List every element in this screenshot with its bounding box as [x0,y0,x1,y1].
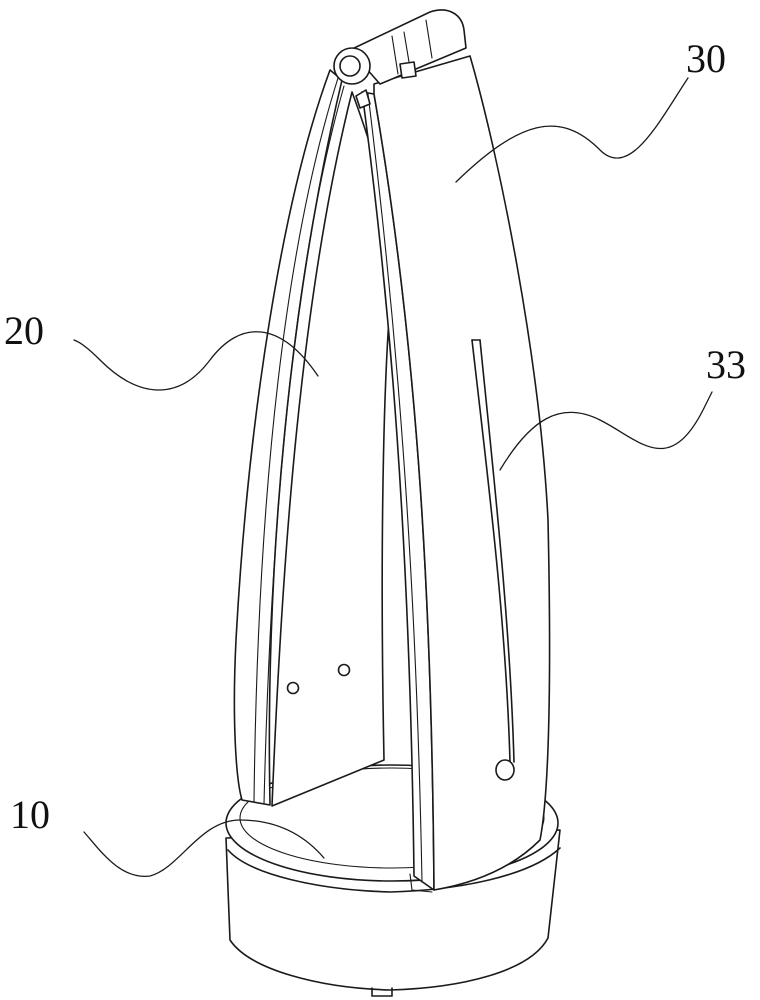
label-10: 10 [10,792,50,837]
label-33: 33 [706,342,746,387]
label-30: 30 [686,36,726,81]
label-20: 20 [4,308,44,353]
